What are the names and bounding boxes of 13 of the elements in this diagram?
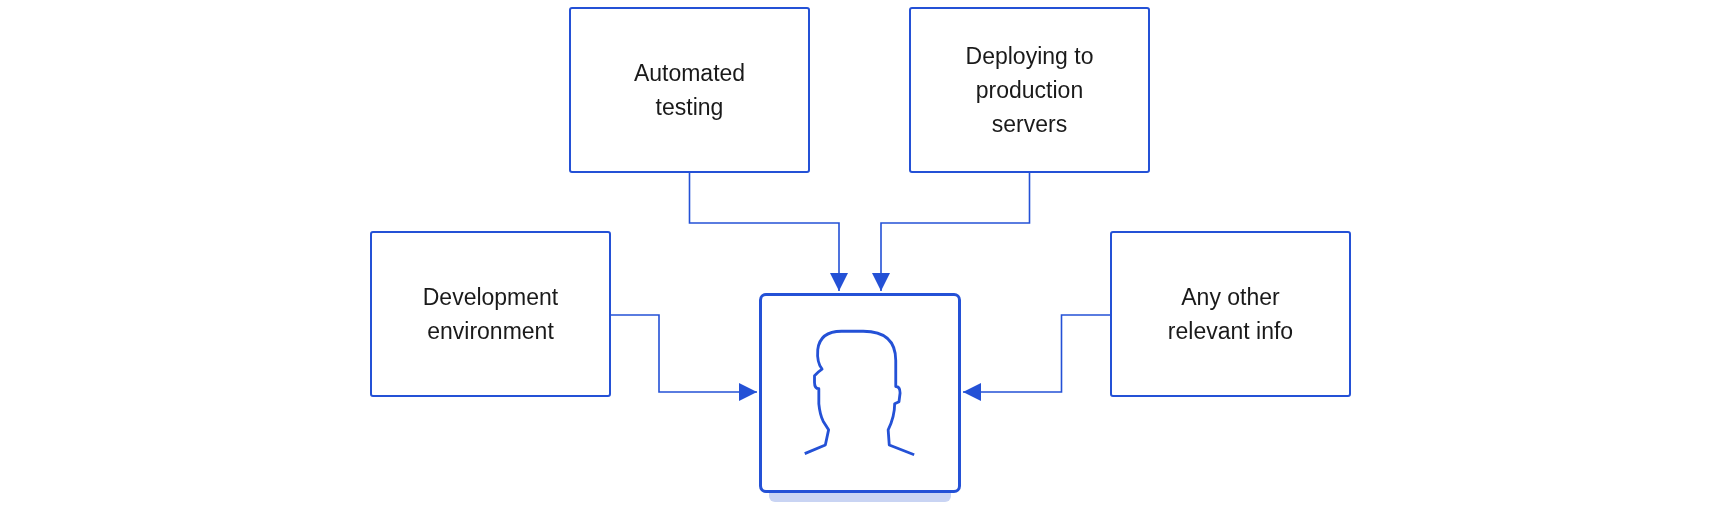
box-label: Deploying to production servers <box>964 42 1095 139</box>
arrow <box>610 314 758 401</box>
text-box <box>1110 231 1351 397</box>
text-box <box>569 7 810 173</box>
box-label: Automated testing <box>632 59 747 122</box>
arrow <box>872 172 1031 292</box>
box-label: Any other relevant info <box>1166 283 1295 346</box>
person-box <box>759 293 961 493</box>
box-label: Development environment <box>421 283 560 346</box>
text-box <box>909 7 1150 173</box>
arrow <box>688 172 848 292</box>
text-box <box>370 231 611 397</box>
arrow <box>962 314 1111 401</box>
